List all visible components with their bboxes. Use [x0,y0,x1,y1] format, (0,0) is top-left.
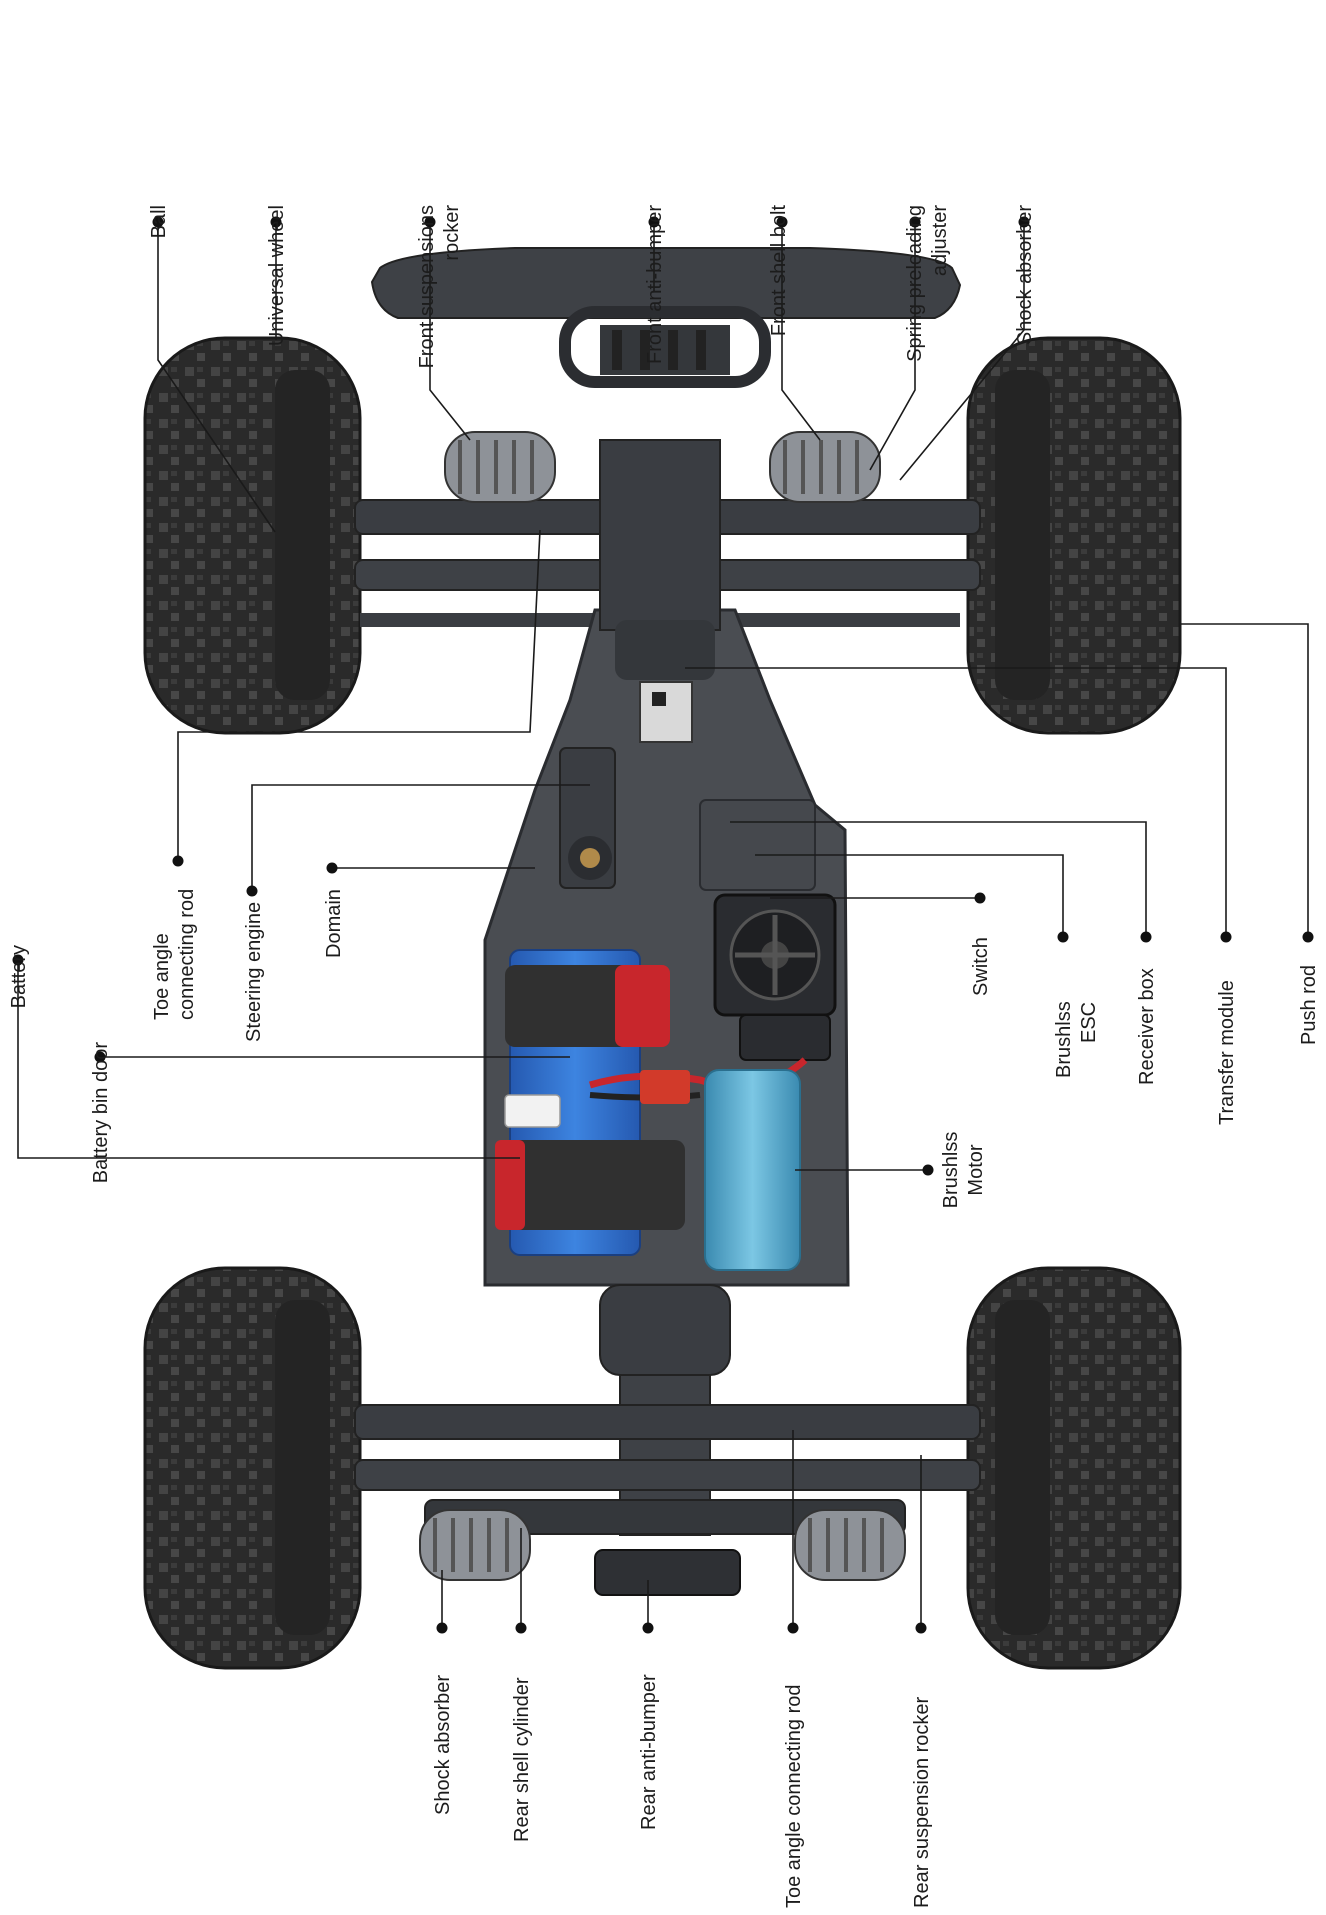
label-receiver-box: Receiver box [1136,968,1158,1085]
rear-right-shock [794,1509,906,1581]
rear-left-shock [419,1509,531,1581]
front-left-shock [444,431,556,503]
leader-dots [12,216,1314,1634]
label-toe-angle-connecting-rod-rear: Toe angle connecting rod [783,1685,805,1909]
leader-lines [17,222,1309,1628]
label-rear-shell-cylinder: Rear shell cylinder [511,1677,533,1842]
label-front-anti-bumper: Front anti-bumper [644,205,666,364]
label-push-rod: Push rod [1298,965,1320,1045]
label-esc-1: Brushlss [1053,1001,1075,1078]
label-battery: Battery [8,945,30,1008]
label-steering-engine: Steering engine [243,902,265,1042]
label-motor-2: Motor [965,1144,987,1195]
brushless-motor [704,1069,801,1271]
rear-left-tire [143,1266,362,1670]
front-anti-bumper-shape [370,247,962,319]
label-ball: Ball [148,205,170,238]
label-switch: Switch [970,937,992,996]
label-rear-anti-bumper: Rear anti-bumper [638,1674,660,1830]
label-motor-1: Brushlss [940,1132,962,1209]
part-labels: Ball Universal wheel Front suspensions r… [8,205,1320,1908]
label-universal-wheel: Universal wheel [266,205,288,346]
front-right-tire [966,336,1182,735]
esc-fan [713,893,837,1017]
label-transfer-module: Transfer module [1216,980,1238,1125]
label-front-suspensions-rocker-1: Front suspensions [416,205,438,368]
car-illustration [143,247,1182,1670]
front-right-shock [769,431,881,503]
rear-anti-bumper-shape [594,1549,741,1596]
label-esc-2: ESC [1078,1002,1100,1043]
label-spring-preloading-1: Spring preloading [904,205,926,362]
label-toe-angle-1: Toe angle [151,933,173,1020]
label-battery-bin-door: Battery bin door [90,1042,112,1184]
label-shock-absorber-rear: Shock absorber [432,1675,454,1815]
front-left-tire [143,336,362,735]
label-rear-suspension-rocker: Rear suspension rocker [911,1696,933,1908]
battery-pack [495,949,685,1256]
label-domain: Domain [323,889,345,958]
rear-right-tire [966,1266,1182,1670]
label-shock-absorber-front: Shock absorber [1014,205,1036,345]
label-front-shell-bolt: Front shell bolt [768,205,790,337]
label-toe-angle-2: connecting rod [176,889,198,1020]
label-front-suspensions-rocker-2: rocker [441,205,463,261]
label-spring-preloading-2: adjuster [929,205,951,276]
